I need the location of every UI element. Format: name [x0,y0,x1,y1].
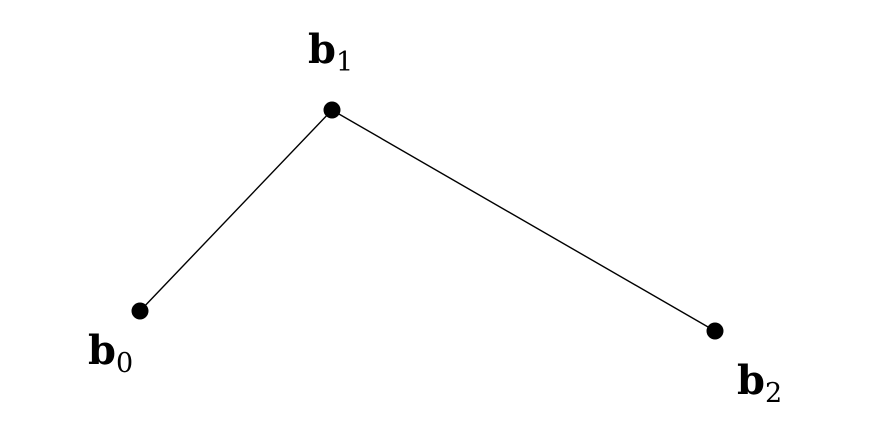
label-b0-base: b [88,327,116,374]
label-b0: b0 [88,327,133,379]
label-b1-subscript: 1 [336,47,353,78]
segment-b1-b2 [331,109,716,332]
label-b2-base: b [737,357,765,404]
point-b2 [706,322,724,340]
label-b0-subscript: 0 [116,348,133,379]
label-b1: b1 [308,26,353,78]
label-b2: b2 [737,357,782,409]
segment-b0-b1 [139,109,333,312]
point-b1 [323,101,341,119]
label-b1-base: b [308,26,336,73]
label-b2-subscript: 2 [765,378,782,409]
point-b0 [131,302,149,320]
